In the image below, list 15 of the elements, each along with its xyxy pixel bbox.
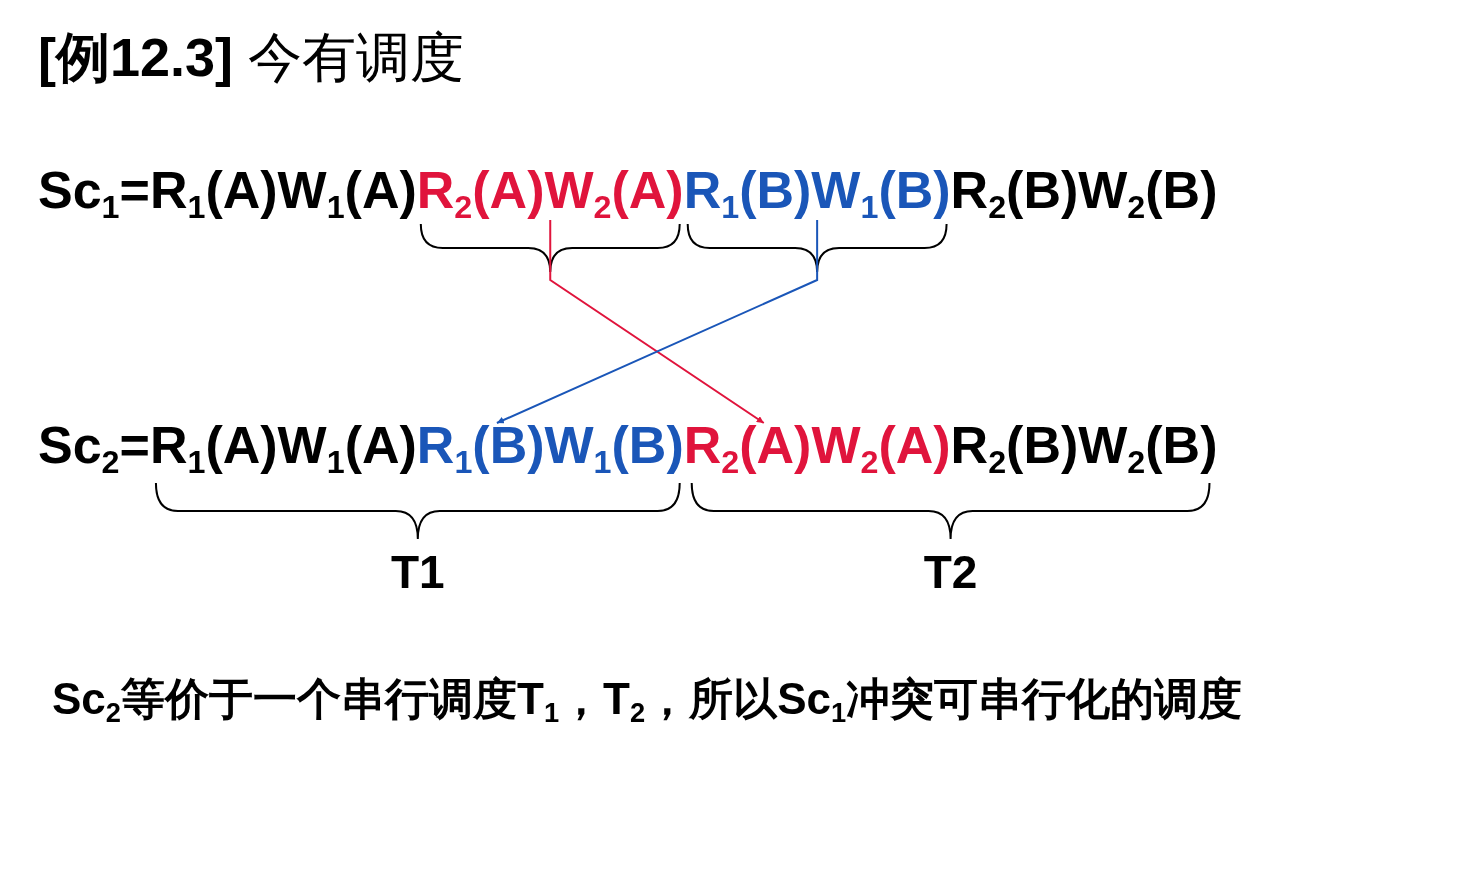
group-label: T2 <box>923 545 978 599</box>
operation-sequence: R$_{1}$(B)W$_{1}$(B) <box>416 415 684 475</box>
conclusion-text: Sc$_{2}$等价于一个串行调度T$_{1}$，T$_{2}$，所以Sc$_{1}$冲突可串行化的调度 <box>52 673 1243 729</box>
arrow <box>549 219 765 424</box>
schedule-text: Sc$_{1}$=R$_{1}$(A)W$_{1}$(A) <box>38 160 417 220</box>
schedule-text: R$_{1}$(A)W$_{1}$(A) <box>149 415 417 475</box>
schedule-text: R$_{2}$(B)W$_{2}$(B) <box>950 415 1218 475</box>
group-label: T1 <box>390 545 445 599</box>
schedule-text: R$_{2}$(B)W$_{2}$(B) <box>950 160 1218 220</box>
operation-sequence: R$_{1}$(B)W$_{1}$(B) <box>683 160 951 220</box>
arrow <box>495 219 819 424</box>
operation-sequence: R$_{2}$(A)W$_{2}$(A) <box>416 160 684 220</box>
slide-title: [例12.3] 今有调度 <box>38 26 465 89</box>
schedule-text: Sc$_{2}$= <box>38 415 150 475</box>
operation-sequence: R$_{2}$(A)W$_{2}$(A) <box>683 415 951 475</box>
